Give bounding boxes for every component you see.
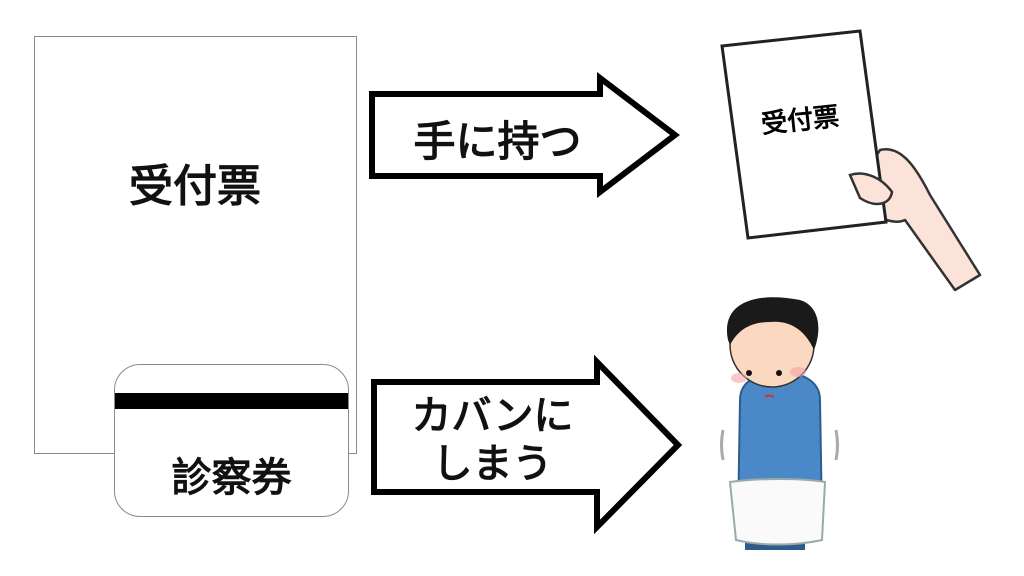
patient-card-label: 診察券 bbox=[171, 455, 292, 501]
arrow-bottom-line1: カバンに bbox=[411, 393, 574, 439]
apologetic-man-illustration bbox=[720, 297, 839, 550]
magnetic-stripe bbox=[115, 393, 348, 409]
arrow-top bbox=[369, 71, 680, 199]
hand-holding-paper-illustration bbox=[720, 29, 982, 292]
arrow-top-label: 手に持つ bbox=[413, 117, 582, 166]
arrow-bottom-label: カバンに しまう bbox=[375, 392, 610, 488]
held-paper bbox=[720, 29, 888, 240]
reception-slip-label: 受付票 bbox=[129, 161, 261, 212]
arrow-bottom bbox=[371, 354, 683, 535]
arrow-bottom-line2: しまう bbox=[432, 441, 553, 487]
patient-card: 診察券 bbox=[114, 364, 349, 517]
